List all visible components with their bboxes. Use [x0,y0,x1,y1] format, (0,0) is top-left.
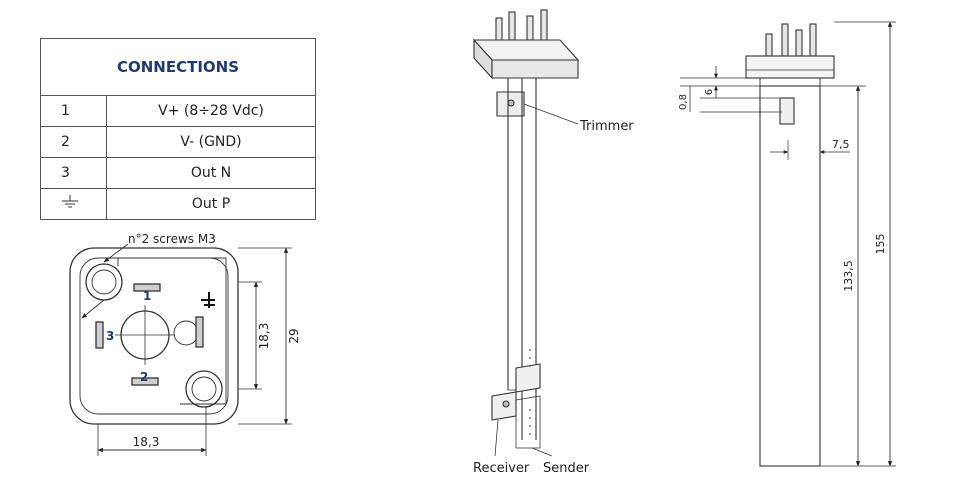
connections-title: CONNECTIONS [40,38,316,96]
head-block [745,55,835,79]
connections-table: CONNECTIONS 1 V+ (8÷28 Vdc) 2 V- (GND) 3… [40,38,316,220]
receiver-label: Receiver [473,461,530,476]
screws-label: n°2 screws M3 [128,232,216,246]
dim-width-label: 18,3 [133,435,160,449]
probe-side-view [680,21,896,467]
pin-signal: Out N [106,157,316,189]
terminal [495,17,503,43]
terminal [526,15,534,41]
pin-1-label: 1 [143,289,151,303]
sender-label: Sender [543,461,590,476]
key-hole [173,320,199,346]
screw-hole-bottom-right [185,370,223,408]
pin-number: 2 [40,126,107,158]
pin-1-blade [133,283,161,292]
pin-3-label: 3 [106,329,114,343]
connector-block-side [491,59,579,79]
table-row: Out P [40,188,316,220]
screw-hole-top-left-inner [91,269,117,295]
dim-offset-label: 7,5 [832,138,850,151]
pin-2-blade [131,377,159,386]
pin-3-blade [95,321,104,349]
dim-total-label: 155 [874,234,887,255]
pin-ground [40,188,107,220]
table-row: 3 Out N [40,157,316,189]
pin-2-label: 2 [140,370,148,384]
dim-length-label: 133,5 [842,260,855,292]
connector-ground-icon [201,292,215,308]
dim-inner-height-label: 18,3 [257,323,271,350]
dim-top-2-label: 6 [704,89,715,95]
trimmer-label: Trimmer [579,119,634,134]
pin-number: 1 [40,95,107,127]
side-trimmer [779,97,795,125]
probe-perspective-view [472,9,580,457]
pin-ground-blade [195,316,204,348]
pin-signal: Out P [106,188,316,220]
connector-outer-outline [69,247,239,425]
screw-hole-bottom-right-inner [191,376,217,402]
sensor-dots [529,349,531,435]
dim-top-1-label: 0,8 [678,94,689,110]
side-tube [759,85,821,467]
terminal [540,9,548,43]
pin-signal: V- (GND) [106,126,316,158]
ground-symbol-icon [62,195,78,208]
sender-block [515,363,541,393]
table-row: 2 V- (GND) [40,126,316,158]
connector-front-view [69,243,292,456]
screw-hole-top-left [85,263,123,301]
dim-outer-height-label: 29 [287,328,301,343]
terminal [508,11,516,41]
